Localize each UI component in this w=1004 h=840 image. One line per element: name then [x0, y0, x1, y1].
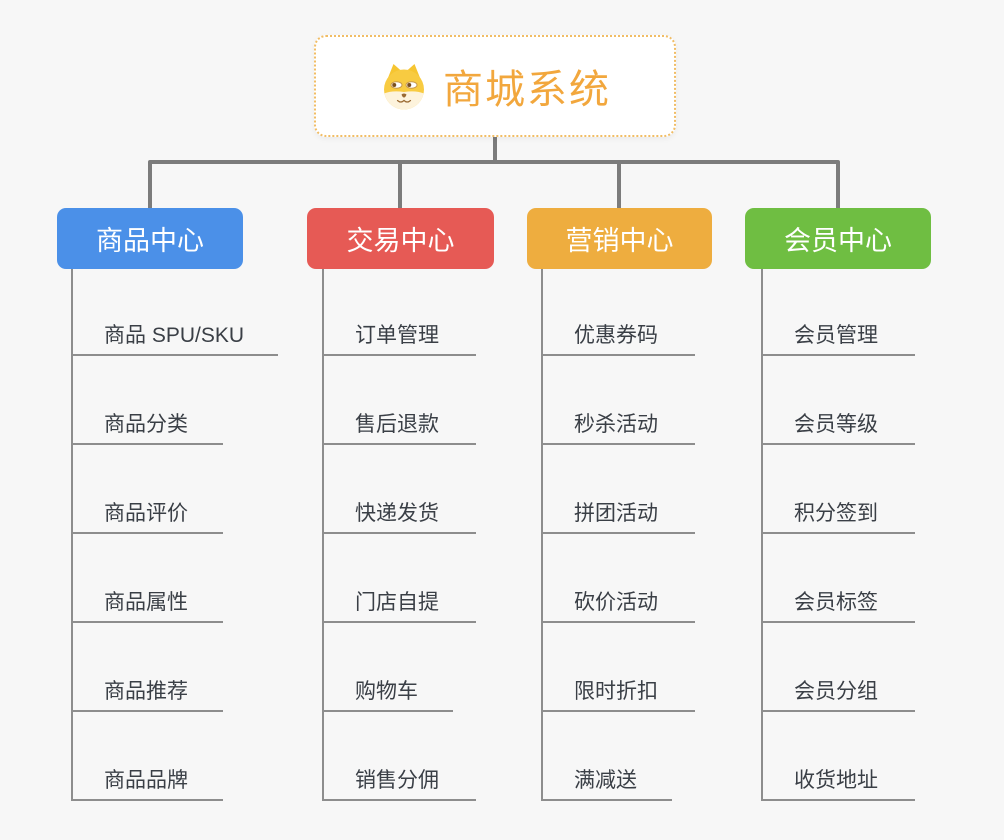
leaf-topic[interactable]: 拼团活动 [541, 496, 695, 534]
connector-drop-product [148, 162, 152, 209]
branch-node-marketing-center[interactable]: 营销中心 [527, 208, 712, 269]
dog-face-icon [384, 64, 424, 110]
leaf-topic[interactable]: 秒杀活动 [541, 407, 695, 445]
leaf-topic[interactable]: 会员等级 [761, 407, 915, 445]
leaf-topic[interactable]: 销售分佣 [322, 763, 476, 801]
leaf-topic[interactable]: 收货地址 [761, 763, 915, 801]
leaf-topic[interactable]: 购物车 [322, 674, 453, 712]
leaf-topic[interactable]: 优惠券码 [541, 318, 695, 356]
leaf-topic[interactable]: 限时折扣 [541, 674, 695, 712]
leaf-topic[interactable]: 订单管理 [322, 318, 476, 356]
leaf-topic[interactable]: 积分签到 [761, 496, 915, 534]
branch-trunk-line-marketing [541, 269, 543, 801]
connector-drop-member [836, 162, 840, 209]
branch-trunk-line-product [71, 269, 73, 801]
leaf-topic[interactable]: 商品分类 [71, 407, 223, 445]
leaf-topic[interactable]: 会员管理 [761, 318, 915, 356]
branch-trunk-line-trade [322, 269, 324, 801]
leaf-topic[interactable]: 会员标签 [761, 585, 915, 623]
root-topic-title: 商城系统 [443, 68, 611, 112]
branch-trunk-line-member [761, 269, 763, 801]
branch-node-trade-center[interactable]: 交易中心 [307, 208, 494, 269]
leaf-topic[interactable]: 商品 SPU/SKU [71, 318, 278, 356]
leaf-topic[interactable]: 商品评价 [71, 496, 223, 534]
connector-drop-marketing [617, 162, 621, 209]
leaf-topic[interactable]: 门店自提 [322, 585, 476, 623]
leaf-topic[interactable]: 商品属性 [71, 585, 223, 623]
root-topic[interactable]: 商城系统 [314, 35, 676, 137]
connector-main-horizontal [148, 160, 840, 164]
leaf-topic[interactable]: 满减送 [541, 763, 672, 801]
connector-drop-trade [398, 162, 402, 209]
leaf-topic[interactable]: 商品品牌 [71, 763, 223, 801]
branch-node-product-center[interactable]: 商品中心 [57, 208, 243, 269]
connector-root-drop [493, 136, 497, 163]
leaf-topic[interactable]: 砍价活动 [541, 585, 695, 623]
leaf-topic[interactable]: 商品推荐 [71, 674, 223, 712]
leaf-topic[interactable]: 售后退款 [322, 407, 476, 445]
branch-node-member-center[interactable]: 会员中心 [745, 208, 931, 269]
leaf-topic[interactable]: 快递发货 [322, 496, 476, 534]
leaf-topic[interactable]: 会员分组 [761, 674, 915, 712]
